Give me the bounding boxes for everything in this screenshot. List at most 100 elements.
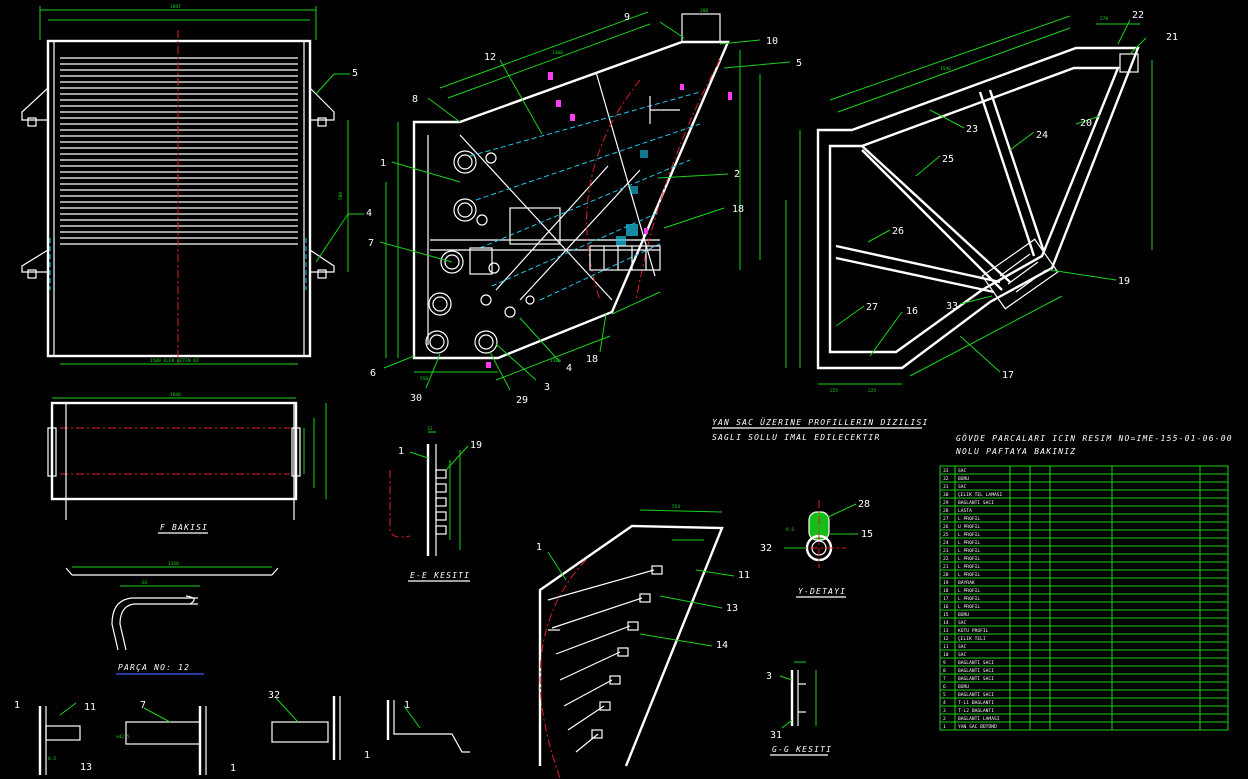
part-number: 28 bbox=[943, 508, 949, 514]
section-markers bbox=[486, 72, 732, 368]
part-name: SAC bbox=[958, 644, 967, 650]
g-g-title: G-G KESITI bbox=[772, 745, 832, 754]
callout-27: 27 bbox=[866, 302, 878, 313]
part-number: 1 bbox=[943, 724, 946, 730]
part-number: 24 bbox=[943, 540, 949, 546]
callout-1-stack: 1 bbox=[536, 542, 542, 553]
part-number: 23 bbox=[943, 548, 949, 554]
part-name: T-L2 BAGLANTI bbox=[958, 708, 994, 714]
part-name: L PROFIL bbox=[958, 540, 980, 546]
profile-stack-detail: 554 bbox=[538, 504, 724, 779]
part-number: 15 bbox=[943, 612, 949, 618]
svg-text:65: 65 bbox=[142, 580, 148, 586]
callout-22: 22 bbox=[1132, 10, 1144, 21]
svg-text:1840: 1840 bbox=[170, 392, 181, 398]
f-view-title: F BAKISI bbox=[160, 523, 208, 532]
part-name: BORU bbox=[958, 612, 969, 618]
detail-7: e42.5 bbox=[116, 706, 207, 775]
detail-bend bbox=[386, 700, 470, 753]
callout-26: 26 bbox=[892, 226, 904, 237]
detail-13: 0.5 bbox=[38, 702, 81, 775]
part-name: SAC bbox=[958, 620, 967, 626]
notes: YAN SAC ÜZERINE PROFILLERIN DIZILISI SAG… bbox=[712, 417, 1232, 456]
profile-stack-lines bbox=[547, 569, 655, 753]
callout-19-frame: 19 bbox=[1118, 276, 1130, 287]
part-number: 7 bbox=[943, 676, 946, 682]
svg-text:200: 200 bbox=[700, 8, 708, 14]
svg-text:500: 500 bbox=[338, 192, 344, 200]
part-name: SAC bbox=[958, 468, 967, 474]
part-name: L PROFIL bbox=[958, 532, 980, 538]
part-number: 2 bbox=[943, 716, 946, 722]
part-number: 9 bbox=[943, 660, 946, 666]
svg-text:e42.5: e42.5 bbox=[116, 734, 130, 740]
callout-18-top: 18 bbox=[732, 204, 744, 215]
callout-7: 7 bbox=[368, 238, 374, 249]
part-number: 4 bbox=[943, 700, 946, 706]
part-name: BAGLANTI SACI bbox=[958, 660, 994, 666]
callout-29: 29 bbox=[516, 395, 528, 406]
callout-14: 14 bbox=[716, 640, 728, 651]
part-number: 6 bbox=[943, 684, 946, 690]
part-name: BAGLANTI SACI bbox=[958, 676, 994, 682]
part-number: 19 bbox=[943, 580, 949, 586]
part-name: L PROFIL bbox=[958, 596, 980, 602]
part-name: L PROFIL bbox=[958, 564, 980, 570]
part-name: L PROFIL bbox=[958, 556, 980, 562]
part-name: BORU bbox=[958, 476, 969, 482]
part-name: BAGLANTI LAMASI bbox=[958, 716, 1000, 722]
part-number: 17 bbox=[943, 596, 949, 602]
svg-text:9.5: 9.5 bbox=[786, 527, 794, 533]
parts-list-row: 15 BORU bbox=[943, 612, 969, 618]
callout-25: 25 bbox=[942, 154, 954, 165]
part-name: KOTU PROFIL bbox=[958, 628, 989, 634]
callout-8: 8 bbox=[412, 94, 418, 105]
parts-list-row: 13 KOTU PROFIL bbox=[943, 628, 989, 634]
part-number: 27 bbox=[943, 516, 949, 522]
e-e-title: E-E KESITI bbox=[410, 571, 470, 580]
frame-view-callouts: 22 21 20 23 24 25 26 19 33 27 16 17 bbox=[835, 10, 1178, 381]
callout-4: 4 bbox=[366, 208, 372, 219]
parts-list-row: 24 L PROFIL bbox=[943, 540, 980, 546]
part-12-detail: 1350 65 bbox=[65, 561, 279, 651]
parts-list-row: 2 BAGLANTI LAMASI bbox=[943, 716, 1000, 722]
part-number: 13 bbox=[943, 628, 949, 634]
side-panel-callouts: 9 10 12 5 8 1 2 18 7 6 30 29 3 4 18 bbox=[368, 12, 802, 406]
svg-text:1500 ELEK KETEN KZ: 1500 ELEK KETEN KZ bbox=[150, 358, 199, 364]
part-name: BAGLANTI SACI bbox=[958, 500, 994, 506]
e-e-section: 32 bbox=[389, 426, 461, 556]
callout-19-ee: 19 bbox=[470, 440, 482, 451]
callout-1-d32: 1 bbox=[364, 750, 370, 761]
y-detail-title: Y-DETAYI bbox=[798, 587, 846, 596]
callout-1-side: 1 bbox=[380, 158, 386, 169]
part-number: 29 bbox=[943, 500, 949, 506]
svg-text:1186: 1186 bbox=[550, 358, 561, 364]
profile-stack-callouts: 1 11 13 14 bbox=[536, 542, 750, 651]
callout-32-d32: 32 bbox=[268, 690, 280, 701]
front-view-slats bbox=[60, 57, 298, 245]
callout-5-side: 5 bbox=[796, 58, 802, 69]
tube-holes bbox=[425, 150, 535, 354]
callout-3-gg: 3 bbox=[766, 671, 772, 682]
f-view: 1840 bbox=[47, 392, 327, 520]
front-view: 1500 ELEK KETEN KZ 1897 500 bbox=[21, 4, 349, 366]
part-number: 31 bbox=[943, 484, 949, 490]
part-number: 30 bbox=[943, 492, 949, 498]
svg-text:0.5: 0.5 bbox=[48, 756, 56, 762]
part-name: L PROFIL bbox=[958, 588, 980, 594]
